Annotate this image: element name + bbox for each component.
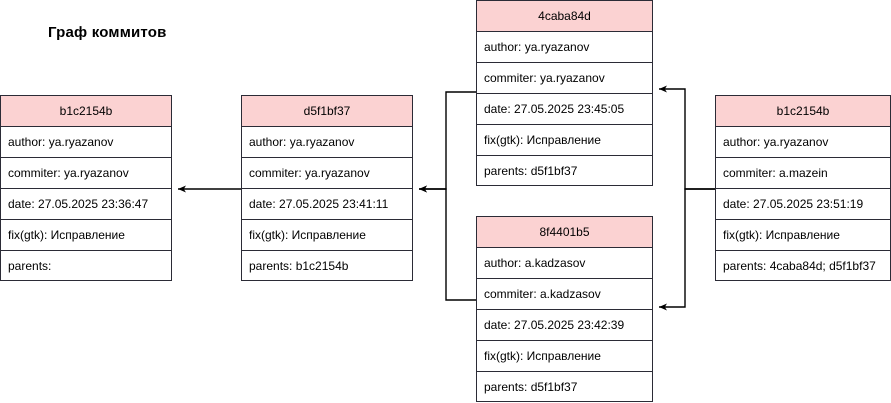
commit-hash-label: b1c2154b [1,96,171,127]
commit-author-row: author: ya.ryazanov [477,32,652,63]
commit-parents-row: parents: d5f1bf37 [484,164,578,178]
commit-parents-row: parents: [8,259,52,273]
edge-4caba84d-to-d5f1bf37 [419,91,476,193]
commit-parents-row: parents: b1c2154b [249,259,349,273]
commit-commiter-row: commiter: ya.ryazanov [477,63,652,94]
commit-parents-row: parents: 4caba84d; d5f1bf37 [723,259,876,273]
commit-date-row: date: 27.05.2025 23:45:05 [477,94,652,125]
commit-node-b1c2154b-left[interactable]: b1c2154b author: ya.ryazanov commiter: y… [0,95,172,281]
commit-node-8f4401b5[interactable]: 8f4401b5 author: a.kadzasov commiter: a.… [476,216,653,402]
commit-date-row: date: 27.05.2025 23:51:19 [716,189,890,220]
commit-author-row: author: a.kadzasov [477,248,652,279]
commit-commiter-row: commiter: ya.ryazanov [1,158,171,189]
commit-hash-label: 8f4401b5 [477,217,652,248]
commit-message-row: fix(gtk): Исправление [242,220,412,251]
commit-parents-row: parents: d5f1bf37 [484,380,578,394]
commit-message-row: fix(gtk): Исправление [1,220,171,251]
commit-date-row: date: 27.05.2025 23:36:47 [1,189,171,220]
commit-date-row: date: 27.05.2025 23:42:39 [477,310,652,341]
commit-hash-label: b1c2154b [716,96,890,127]
commit-node-4caba84d[interactable]: 4caba84d author: ya.ryazanov commiter: y… [476,0,653,186]
commit-hash-label: d5f1bf37 [242,96,412,127]
edge-b1c2154b-right-to-4caba84d [659,85,715,190]
commit-commiter-row: commiter: a.mazein [716,158,890,189]
commit-node-d5f1bf37[interactable]: d5f1bf37 author: ya.ryazanov commiter: y… [241,95,413,281]
commit-commiter-row: commiter: a.kadzasov [477,279,652,310]
commit-author-row: author: ya.ryazanov [1,127,171,158]
commit-commiter-row: commiter: ya.ryazanov [242,158,412,189]
commit-author-row: author: ya.ryazanov [242,127,412,158]
commit-author-row: author: ya.ryazanov [716,127,890,158]
commit-message-row: fix(gtk): Исправление [477,125,652,156]
page-title: Граф коммитов [48,24,167,41]
commit-message-row: fix(gtk): Исправление [716,220,890,251]
commit-date-row: date: 27.05.2025 23:41:11 [242,189,412,220]
edge-8f4401b5-to-d5f1bf37 [419,185,476,301]
commit-message-row: fix(gtk): Исправление [477,341,652,372]
commit-node-b1c2154b-right[interactable]: b1c2154b author: ya.ryazanov commiter: a… [715,95,891,281]
edge-b1c2154b-right-to-8f4401b5 [659,188,715,311]
commit-hash-label: 4caba84d [477,1,652,32]
